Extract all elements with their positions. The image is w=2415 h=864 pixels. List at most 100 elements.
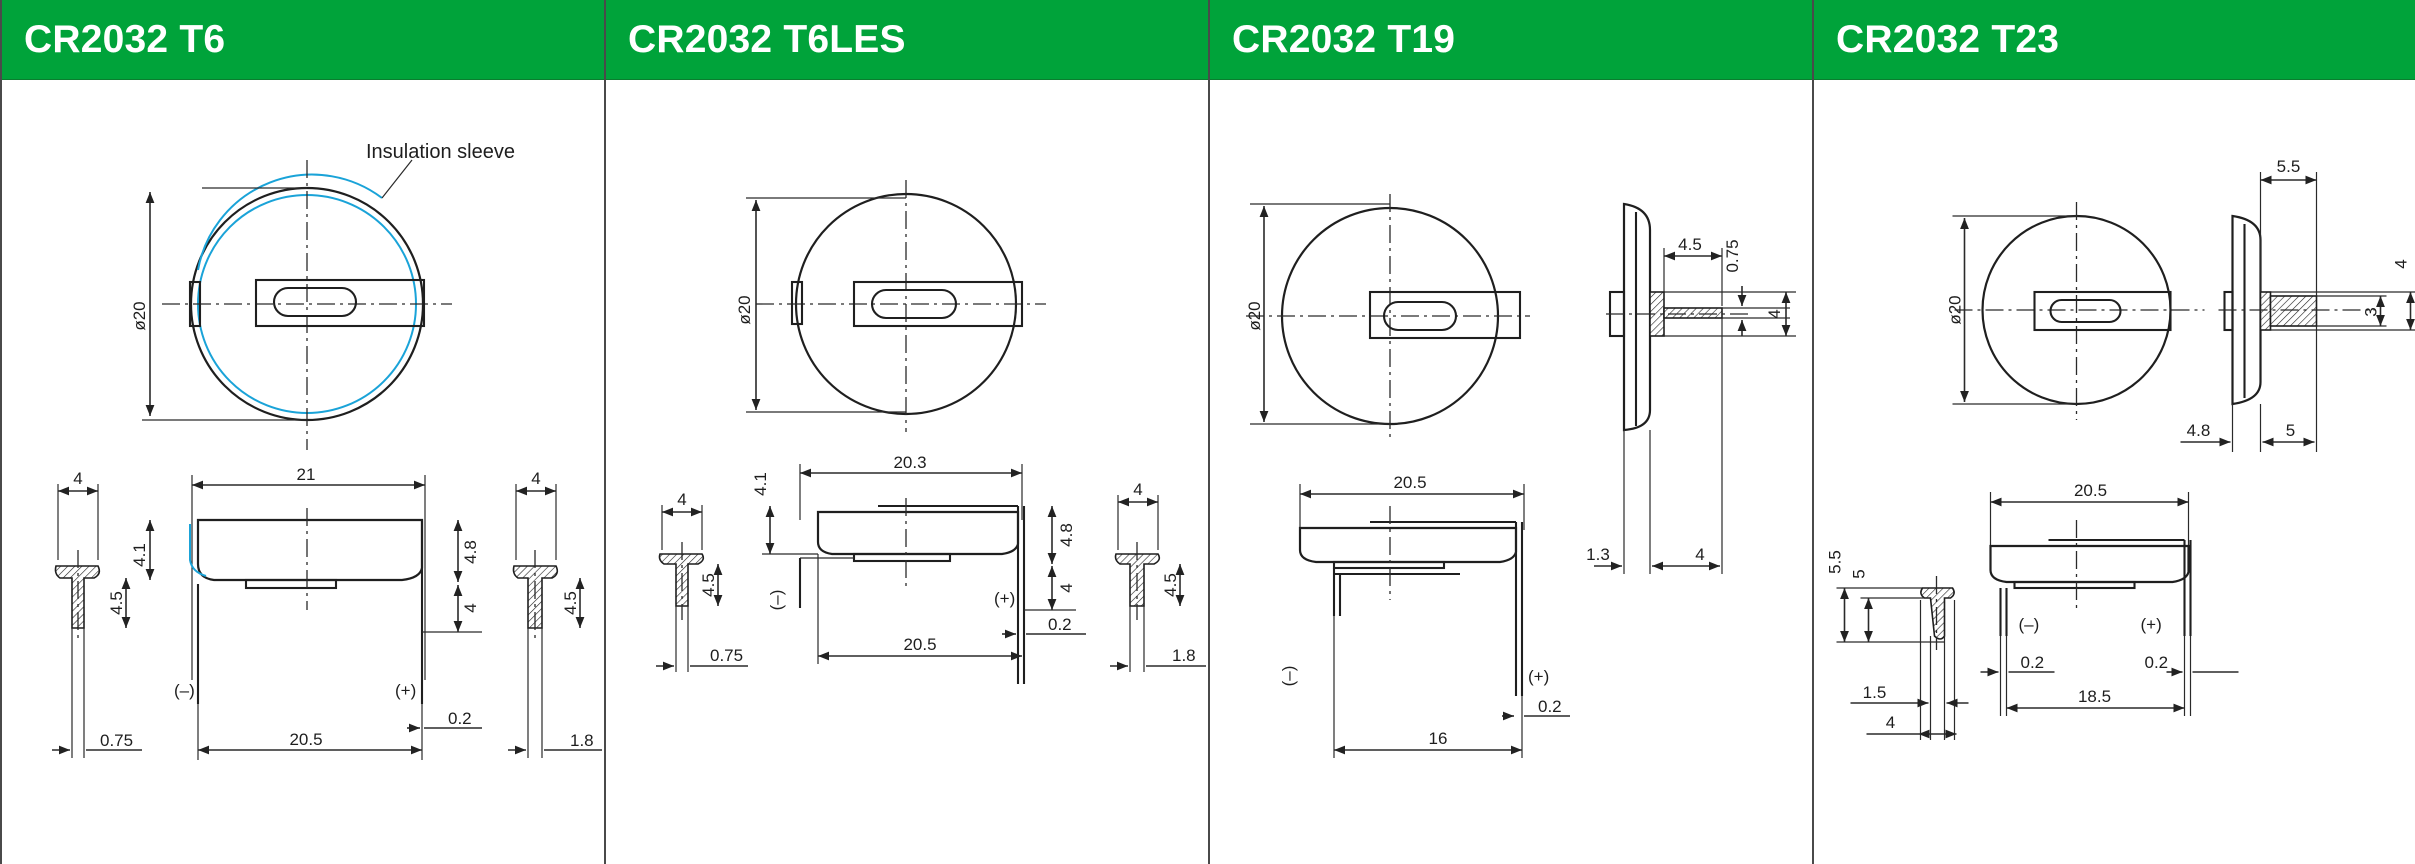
side-view: 21 4.1 4.8 4 (–) (+) 20.5 (130, 465, 482, 760)
left-tab-width-label: 4 (73, 469, 82, 488)
side-view: 20.5 (–) (+) 16 0.2 (1279, 473, 1570, 758)
right-tab-height-label: 4.5 (561, 591, 580, 615)
neg-label: (–) (1279, 666, 1298, 687)
width-bottom-label: 18.5 (2078, 687, 2111, 706)
cell-side (1298, 526, 1518, 564)
diameter-label: ø20 (1946, 295, 1965, 324)
right-tab-detail: 4 4.5 1.8 (508, 469, 602, 758)
side-4b-label: 4 (1695, 545, 1704, 564)
right-pin-label: 1.8 (1172, 646, 1196, 665)
cell-side (196, 518, 424, 582)
cell-side (816, 510, 1020, 556)
callout-leader (381, 159, 413, 199)
tab-4-label: 4 (1886, 713, 1895, 732)
h02-label: 0.2 (1048, 615, 1072, 634)
left-pin-label: 0.75 (100, 731, 133, 750)
top-view: ø20 Insulation sleeve (130, 141, 515, 450)
h4-label: 4 (1057, 583, 1076, 592)
left-pin-label: 0.75 (710, 646, 743, 665)
panel-header: CR2032 T19 (1210, 0, 1812, 80)
side-45-label: 4.5 (1678, 235, 1702, 254)
bottom-tab (244, 578, 338, 590)
h4-label: 4 (461, 603, 480, 612)
left-tab-width-label: 4 (677, 490, 686, 509)
side-view: 20.3 4.1 4.8 4 (–) (+) (751, 453, 1086, 684)
panel-title: CR2032 T19 (1232, 17, 1456, 61)
sleeve-side (189, 524, 207, 577)
tab-slot (1382, 300, 1458, 332)
tab-strip (852, 280, 1024, 328)
neg-label: (–) (2019, 615, 2040, 634)
left-tab-detail: 4 4.5 0.75 (656, 490, 748, 672)
cr2032-t6les-drawing: ø20 20.3 4.1 4.8 4 (656, 180, 1206, 684)
right-tab-height-label: 4.5 (1161, 573, 1180, 597)
cell-edge (2231, 214, 2262, 406)
tab-5-label: 5 (1850, 569, 1869, 578)
edge-view: 4.5 0.75 4 1.3 4 (1586, 202, 1796, 574)
bottom-tab (2013, 580, 2136, 590)
pos-label: (+) (395, 681, 416, 700)
pos-label: (+) (1528, 667, 1549, 686)
tab-strip (1368, 290, 1522, 340)
cr2032-t23-drawing: ø20 5.5 4 3 (1826, 157, 2415, 740)
h41-label: 4.1 (751, 472, 770, 496)
side-55-label: 5.5 (2277, 157, 2301, 176)
side-075-label: 0.75 (1723, 239, 1742, 272)
panel-cr2032-t19: CR2032 T19 ø20 4. (1208, 0, 1812, 864)
neg-label: (–) (767, 590, 786, 611)
panel-title: CR2032 T23 (1836, 17, 2060, 61)
side-4-label: 4 (2392, 259, 2411, 268)
pin-section (2269, 295, 2318, 327)
side-view: 20.5 (–) (+) 0.2 0.2 (1980, 481, 2239, 716)
panel-header: CR2032 T6LES (606, 0, 1208, 80)
top-view: ø20 (1946, 202, 2205, 420)
insulation-sleeve-callout: Insulation sleeve (366, 141, 515, 163)
bottom-tab (852, 552, 952, 563)
tab-15-label: 1.5 (1863, 683, 1887, 702)
tab-55-label: 5.5 (1826, 550, 1845, 574)
right-tab-detail: 4 4.5 1.8 (1110, 480, 1206, 672)
left-tab-edge (790, 280, 804, 326)
width-bottom-label: 20.5 (289, 730, 322, 749)
left-tab-height-label: 4.5 (699, 573, 718, 597)
left-tab-edge (188, 280, 202, 328)
diameter-label: ø20 (130, 301, 149, 330)
pin-section (1663, 307, 1723, 319)
width-bottom-label: 20.5 (903, 635, 936, 654)
width-bottom-label: 16 (1429, 729, 1448, 748)
h48-label: 4.8 (1057, 523, 1076, 547)
tab-section (2259, 291, 2272, 331)
diameter-label: ø20 (1245, 301, 1264, 330)
tab-detail: 5.5 5 1.5 4 (1826, 550, 1969, 740)
panel-title: CR2032 T6 (24, 17, 226, 61)
width-top-label: 21 (297, 465, 316, 484)
tab-slot (870, 288, 958, 320)
edge-view: 5.5 4 3 4.8 5 (2180, 157, 2415, 452)
cr2032-t19-drawing: ø20 4.5 0.75 4 (1245, 194, 1796, 758)
pos-label: (+) (994, 589, 1015, 608)
h02-label: 0.2 (1538, 697, 1562, 716)
side-13-label: 1.3 (1586, 545, 1610, 564)
left-02-label: 0.2 (2021, 653, 2045, 672)
right-pin-label: 1.8 (570, 731, 594, 750)
cell-side (1989, 544, 2190, 584)
h41-label: 4.1 (130, 543, 149, 567)
top-view: ø20 (1245, 194, 1530, 438)
panel-cr2032-t6: CR2032 T6 (0, 0, 604, 864)
width-top-label: 20.5 (2074, 481, 2107, 500)
side-3-label: 3 (2362, 307, 2381, 316)
cr2032-t6-drawing: ø20 Insulation sleeve 21 4.1 (52, 141, 602, 760)
h48-label: 4.8 (461, 540, 480, 564)
right-tab-width-label: 4 (531, 469, 540, 488)
left-stub (2223, 290, 2234, 332)
tab-section (1920, 587, 1955, 640)
tab-strip (2033, 290, 2172, 332)
panel-cr2032-t23: CR2032 T23 ø20 5. (1812, 0, 2415, 864)
left-tab-height-label: 4.5 (107, 591, 126, 615)
panel-title: CR2032 T6LES (628, 17, 906, 61)
bottom-tab (1332, 560, 1446, 570)
side-5-label: 5 (2286, 421, 2295, 440)
right-tab-width-label: 4 (1133, 480, 1142, 499)
pos-label: (+) (2141, 615, 2162, 634)
h02-label: 0.2 (448, 709, 472, 728)
